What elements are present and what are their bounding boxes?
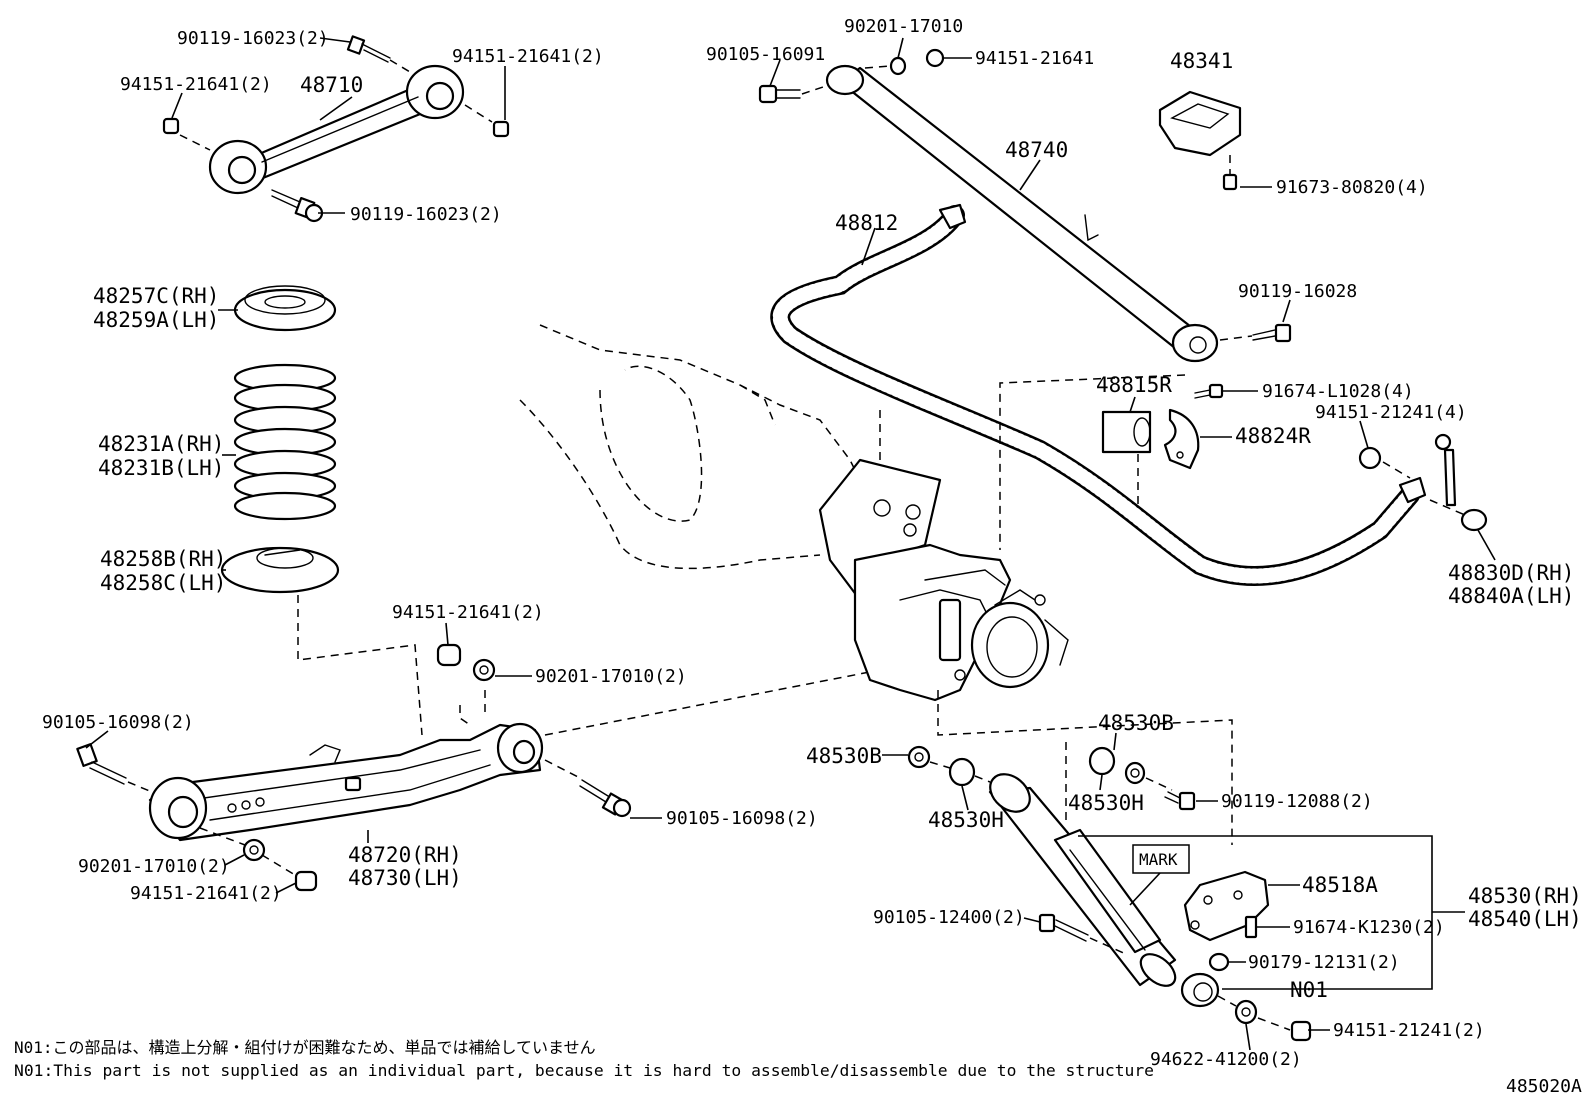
label-48830D: 48830D(RH)	[1448, 561, 1574, 585]
label-90119-12088: 90119-12088(2)	[1221, 791, 1373, 812]
label-90105-16091: 90105-16091	[706, 44, 825, 65]
note-english: N01:This part is not supplied as an indi…	[14, 1061, 1154, 1080]
label-94622-41200: 94622-41200(2)	[1150, 1049, 1302, 1070]
bracket	[1158, 90, 1242, 191]
label-90105-16098-right: 90105-16098(2)	[666, 808, 818, 829]
label-48812: 48812	[835, 211, 898, 235]
label-48710: 48710	[300, 73, 363, 97]
label-90105-16098-left: 90105-16098(2)	[42, 712, 194, 733]
footnotes: N01:この部品は、構造上分解・組付けが困難なため、単品では補給していません N…	[14, 1038, 1582, 1097]
figure-id: 485020A	[1506, 1076, 1582, 1097]
label-94151-21641-left: 94151-21641(2)	[120, 74, 272, 95]
label-48530B-left: 48530B	[806, 744, 882, 768]
body-outline	[519, 324, 881, 570]
label-48740: 48740	[1005, 138, 1068, 162]
label-48720: 48720(RH)	[348, 843, 462, 867]
label-48530B-right: 48530B	[1098, 711, 1174, 735]
lower-spring-insulator	[220, 546, 340, 594]
label-48231A: 48231A(RH)	[98, 432, 224, 456]
label-48815R: 48815R	[1096, 373, 1172, 397]
label-90201-17010-bottom: 90201-17010(2)	[78, 856, 230, 877]
label-94151-21641-mid: 94151-21641(2)	[392, 602, 544, 623]
lateral-rod-hardware	[758, 48, 1292, 343]
label-48518A: 48518A	[1302, 873, 1378, 897]
label-48258C: 48258C(LH)	[100, 571, 226, 595]
upper-control-arm	[208, 64, 465, 195]
leader-lines	[85, 37, 1496, 1051]
label-48257C: 48257C(RH)	[93, 284, 219, 308]
coil-spring	[233, 363, 337, 521]
part-labels: 90119-16023(2) 94151-21641(2) 94151-2164…	[42, 16, 1582, 1070]
label-48530: 48530(RH)	[1468, 884, 1582, 908]
label-90119-16023-bottom: 90119-16023(2)	[350, 204, 502, 225]
label-94151-21641-bottom: 94151-21641(2)	[130, 883, 282, 904]
label-48824R: 48824R	[1235, 424, 1311, 448]
label-94151-21641: 94151-21641	[975, 48, 1094, 69]
shock-lower-hardware	[1038, 913, 1312, 1042]
shock-absorber	[988, 773, 1177, 987]
label-94151-21241-2: 94151-21241(2)	[1333, 1020, 1485, 1041]
label-90119-16023-top: 90119-16023(2)	[177, 28, 329, 49]
label-94151-21641-right: 94151-21641(2)	[452, 46, 604, 67]
label-91674-K1230: 91674-K1230(2)	[1293, 917, 1445, 938]
lateral-rod-dash	[999, 374, 1186, 550]
label-90119-16028: 90119-16028	[1238, 281, 1357, 302]
label-48259A: 48259A(LH)	[93, 308, 219, 332]
label-mark: MARK	[1139, 850, 1178, 869]
spring-leader-dash	[297, 595, 423, 736]
stabilizer-bushing	[1101, 410, 1152, 510]
label-90201-17010-mid: 90201-17010(2)	[535, 666, 687, 687]
label-48341: 48341	[1170, 49, 1233, 73]
label-48540: 48540(LH)	[1468, 907, 1582, 931]
upper-spring-insulator	[233, 285, 337, 332]
label-90105-12400: 90105-12400(2)	[873, 907, 1025, 928]
label-N01: N01	[1290, 978, 1328, 1002]
label-48530H-right: 48530H	[1068, 791, 1144, 815]
label-48840A: 48840A(LH)	[1448, 584, 1574, 608]
label-48258B: 48258B(RH)	[100, 547, 226, 571]
lateral-control-rod	[825, 64, 1219, 363]
shock-bracket	[1183, 870, 1270, 972]
arm-to-knuckle-dash	[544, 669, 881, 736]
mark-callout-box	[1132, 844, 1190, 874]
stabilizer-bar	[770, 203, 1427, 586]
note-japanese: N01:この部品は、構造上分解・組付けが困難なため、単品では補給していません	[14, 1038, 596, 1057]
mark-callout-line	[1129, 872, 1161, 906]
lower-arm-hardware	[76, 643, 632, 892]
stabilizer-link	[1358, 433, 1488, 532]
label-94151-21241-4: 94151-21241(4)	[1315, 402, 1467, 423]
label-91673-80820: 91673-80820(4)	[1276, 177, 1428, 198]
label-48730: 48730(LH)	[348, 866, 462, 890]
shock-bushings	[907, 742, 1196, 820]
label-91674-L1028: 91674-L1028(4)	[1262, 381, 1414, 402]
axle-knuckle-assembly	[818, 458, 1069, 702]
label-90201-17010: 90201-17010	[844, 16, 963, 37]
stabilizer-bracket	[1163, 383, 1224, 470]
label-48530H-left: 48530H	[928, 808, 1004, 832]
lower-control-arm	[148, 722, 544, 842]
label-48231B: 48231B(LH)	[98, 456, 224, 480]
label-90179-12131: 90179-12131(2)	[1248, 952, 1400, 973]
